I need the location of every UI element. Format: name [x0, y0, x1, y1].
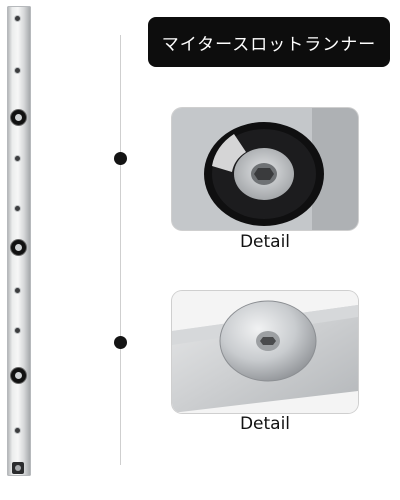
detail-caption: Detail — [239, 232, 291, 252]
bar-hole — [15, 328, 20, 333]
bar-hole — [15, 16, 20, 21]
product-title-text: マイタースロットランナー — [161, 34, 377, 55]
miter-slot-bar — [7, 6, 31, 476]
bar-adjuster-puck — [11, 368, 26, 383]
bar-hole — [15, 206, 20, 211]
steel-washer-closeup-icon — [172, 291, 358, 413]
connector-line — [120, 35, 121, 465]
detail-caption: Detail — [239, 414, 291, 434]
connector-dot — [114, 336, 127, 349]
black-wheel-closeup-icon — [172, 108, 358, 230]
product-title: マイタースロットランナー — [148, 17, 390, 67]
bar-hole — [15, 288, 20, 293]
detail-image-washer — [172, 291, 358, 413]
detail-image-wheel — [172, 108, 358, 230]
bar-end-bolt — [12, 462, 24, 474]
bar-adjuster-puck — [11, 110, 26, 125]
bar-hole — [15, 68, 20, 73]
bar-adjuster-puck — [11, 240, 26, 255]
bar-hole — [15, 428, 20, 433]
bar-hole — [15, 156, 20, 161]
connector-dot — [114, 152, 127, 165]
